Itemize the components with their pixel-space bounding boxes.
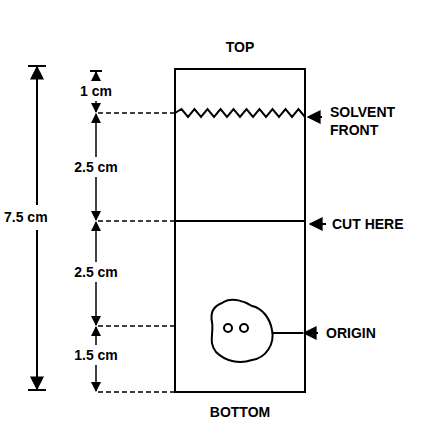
dimension-arrow: [95, 114, 97, 157]
pointer-arrow: [308, 116, 322, 118]
dimension-label: 2.5 cm: [72, 159, 120, 175]
dimension-arrow: [95, 222, 97, 262]
paper-strip: [175, 69, 305, 392]
sample-spot: [211, 300, 272, 362]
pointer-arrow: [304, 332, 318, 334]
sample-dot: [224, 324, 232, 332]
callout-label: SOLVENT FRONT: [328, 103, 410, 139]
end-label: BOTTOM: [208, 404, 272, 420]
dimension-guide: [98, 112, 175, 114]
dimension-guide: [98, 391, 175, 393]
dimension-label: 7.5 cm: [2, 209, 50, 225]
dimension-arrow: [36, 230, 38, 389]
dimension-arrow: [95, 101, 97, 112]
end-label: TOP: [224, 39, 257, 55]
dimension-label: 1 cm: [78, 83, 114, 99]
dimension-arrow: [95, 327, 97, 345]
extent-bar: [28, 65, 46, 67]
cut-line: [175, 220, 305, 222]
dimension-arrow: [95, 177, 97, 220]
extent-bar: [90, 70, 102, 72]
callout-label: CUT HERE: [330, 216, 406, 232]
dimension-arrow: [36, 67, 38, 205]
pointer-arrow: [310, 223, 326, 225]
extent-bar: [28, 389, 46, 391]
dimension-label: 2.5 cm: [72, 264, 120, 280]
leader-line: [273, 332, 303, 334]
dimension-guide: [98, 325, 175, 327]
dimension-arrow: [95, 282, 97, 325]
callout-label: ORIGIN: [324, 325, 378, 341]
dimension-guide: [98, 220, 175, 222]
sample-dot: [240, 324, 248, 332]
solvent-front: [175, 109, 305, 117]
dimension-label: 1.5 cm: [72, 347, 120, 363]
dimension-arrow: [95, 365, 97, 391]
dimension-arrow: [95, 72, 97, 81]
